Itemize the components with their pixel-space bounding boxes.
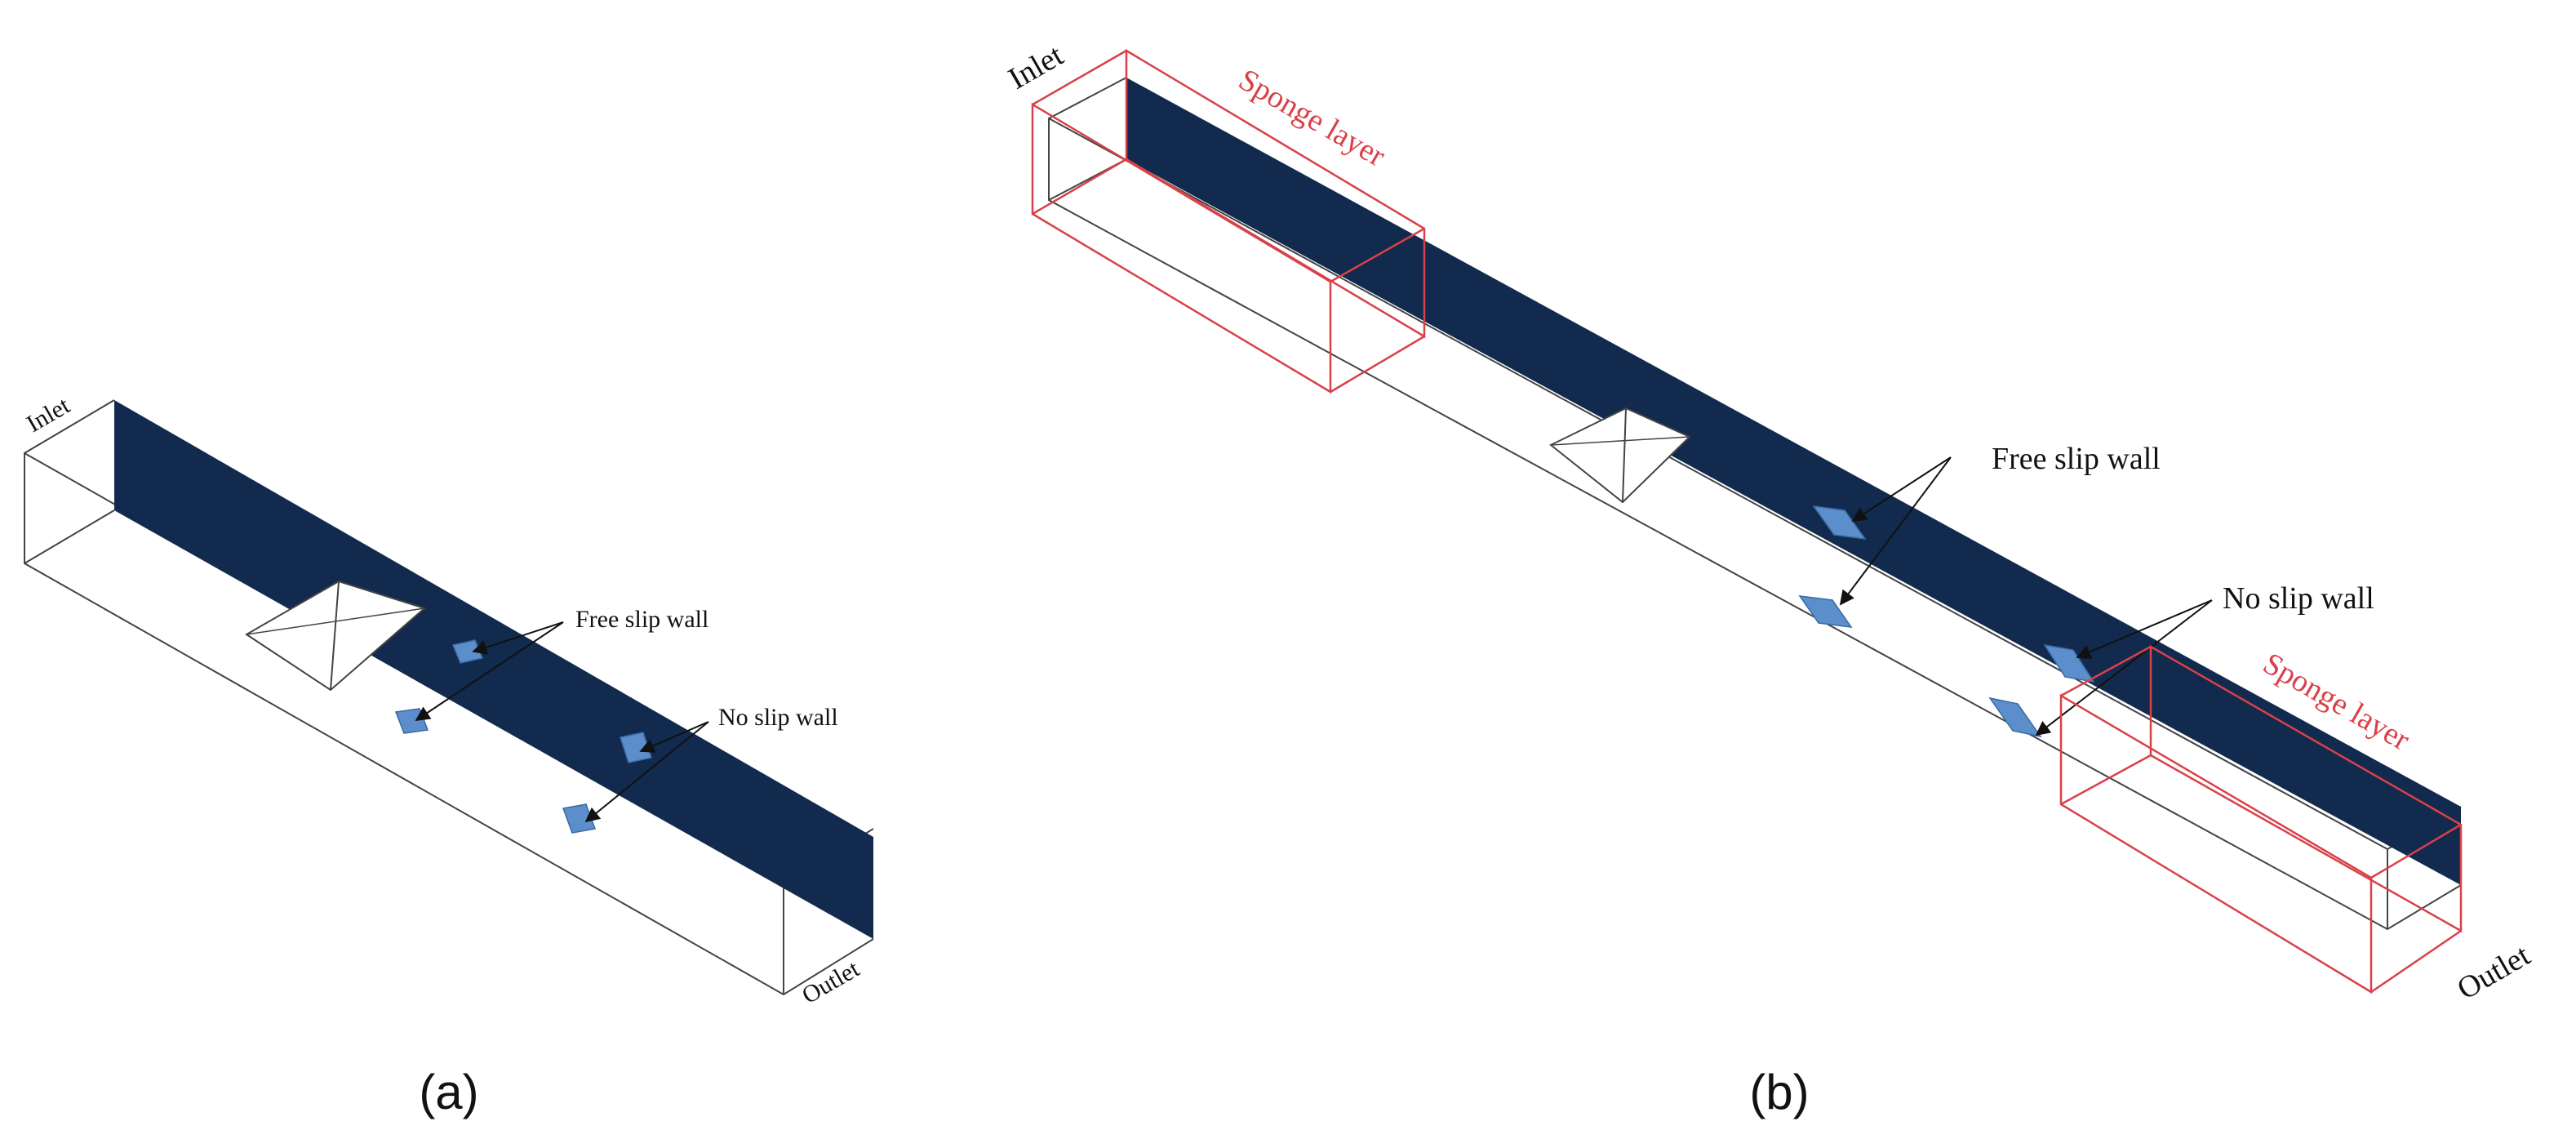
panel-b-free-slip-patch-top bbox=[1812, 505, 1867, 540]
panel-a-outlet-label: Outlet bbox=[797, 955, 864, 1009]
panel-b-free-slip-label: Free slip wall bbox=[1992, 442, 2161, 476]
panel-a-free-slip-patch-bottom bbox=[394, 708, 429, 734]
panel-b-inlet-label: Inlet bbox=[1003, 38, 1070, 96]
panel-a-inlet-label: Inlet bbox=[22, 392, 75, 438]
panel-a-free-slip-label: Free slip wall bbox=[575, 606, 708, 633]
panel-b-no-slip-label: No slip wall bbox=[2223, 581, 2374, 616]
panel-b-free-slip-patch-bottom bbox=[1798, 595, 1853, 628]
panel-b-outlet-label: Outlet bbox=[2452, 938, 2537, 1007]
panel-b-sponge-outlet-box bbox=[2059, 644, 2463, 994]
panel-b-free-slip-leaders bbox=[1839, 456, 1952, 606]
panel-b: Inlet Sponge layer Free slip wall No sli… bbox=[1003, 38, 2537, 1119]
panel-a-no-slip-leaders bbox=[584, 721, 709, 823]
panel-a-caption: (a) bbox=[419, 1065, 478, 1119]
panel-a-no-slip-label: No slip wall bbox=[718, 704, 838, 731]
panel-a-obstacle bbox=[245, 580, 427, 692]
panel-a-dark-wall bbox=[114, 400, 873, 939]
panel-b-sponge-inlet-box bbox=[1031, 48, 1426, 394]
panel-b-no-slip-leaders bbox=[2035, 599, 2213, 736]
panel-b-no-slip-patch-top bbox=[2043, 643, 2095, 683]
panel-a-free-slip-leaders bbox=[415, 621, 564, 721]
panel-b-obstacle bbox=[1549, 407, 1691, 504]
panel-b-no-slip-patch-bottom bbox=[1988, 696, 2042, 738]
panel-a: Inlet Free slip wall No slip wall Outlet… bbox=[22, 392, 874, 1119]
panel-b-dark-wall bbox=[1126, 78, 2461, 885]
panel-b-caption: (b) bbox=[1749, 1065, 1809, 1119]
